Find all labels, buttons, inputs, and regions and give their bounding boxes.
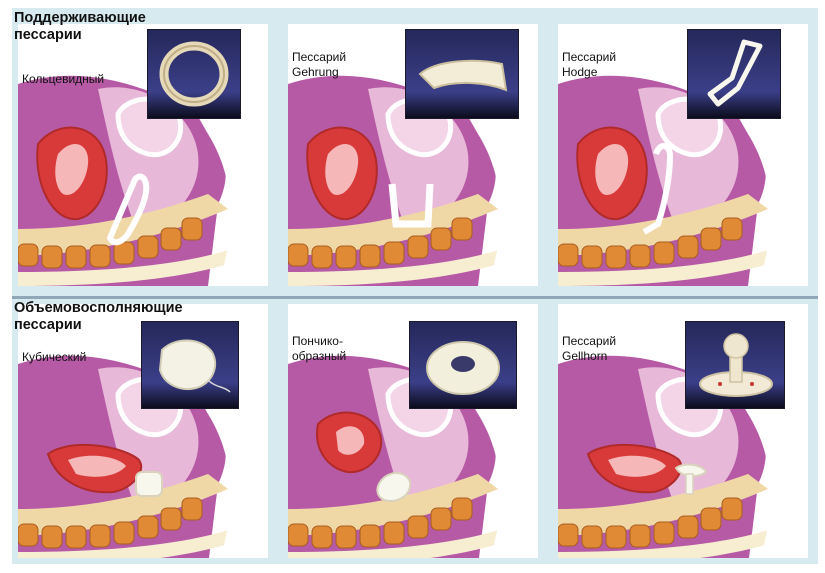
panel-hodge-pessary: Пессарий Hodge bbox=[558, 24, 808, 286]
panel-ring-pessary: Кольцевидный bbox=[18, 24, 268, 286]
hodge-pessary-photo bbox=[688, 30, 780, 118]
pessary-label: Пессарий Gellhorn bbox=[562, 334, 617, 363]
group-title-supporting: Поддерживающие пессарии bbox=[14, 10, 146, 43]
gellhorn-pessary-in-situ bbox=[674, 463, 708, 495]
cube-pessary-icon bbox=[158, 339, 231, 393]
donut-pessary-in-situ bbox=[376, 472, 412, 502]
pelvic-anatomy bbox=[288, 24, 538, 286]
pessary-diagram: Кольцевидный bbox=[12, 8, 818, 564]
hodge-pessary-in-situ bbox=[642, 143, 674, 235]
gehrung-pessary-photo bbox=[406, 30, 518, 118]
ring-pessary-photo bbox=[148, 30, 240, 118]
ring-pessary-in-situ bbox=[106, 173, 150, 246]
pessary-label: Пессарий Gehrung bbox=[292, 50, 347, 79]
donut-pessary-icon bbox=[426, 341, 500, 395]
panel-gellhorn-pessary: Пессарий Gellhorn bbox=[558, 304, 808, 558]
gellhorn-pessary-photo bbox=[686, 322, 784, 408]
pessary-label: Кольцевидный bbox=[22, 72, 105, 86]
group-title-volume-filling: Объемовосполняющие пессарии bbox=[14, 300, 183, 333]
ring-pessary-icon bbox=[159, 41, 229, 107]
pessary-label: Пессарий Hodge bbox=[562, 50, 617, 79]
panel-cube-pessary: Кубический bbox=[18, 304, 268, 558]
hodge-pessary-icon bbox=[707, 39, 763, 107]
cube-pessary-in-situ bbox=[135, 471, 163, 497]
pessary-label: Кубический bbox=[22, 350, 87, 364]
row-divider bbox=[12, 296, 818, 299]
panel-gehrung-pessary: Пессарий Gehrung bbox=[288, 24, 538, 286]
gehrung-pessary-in-situ bbox=[388, 183, 434, 228]
panel-donut-pessary: Пончико- образный bbox=[288, 304, 538, 558]
pessary-label: Пончико- образный bbox=[292, 334, 347, 363]
gellhorn-pessary-icon bbox=[699, 333, 773, 397]
donut-pessary-photo bbox=[410, 322, 516, 408]
cube-pessary-photo bbox=[142, 322, 238, 408]
gehrung-pessary-icon bbox=[418, 59, 508, 92]
